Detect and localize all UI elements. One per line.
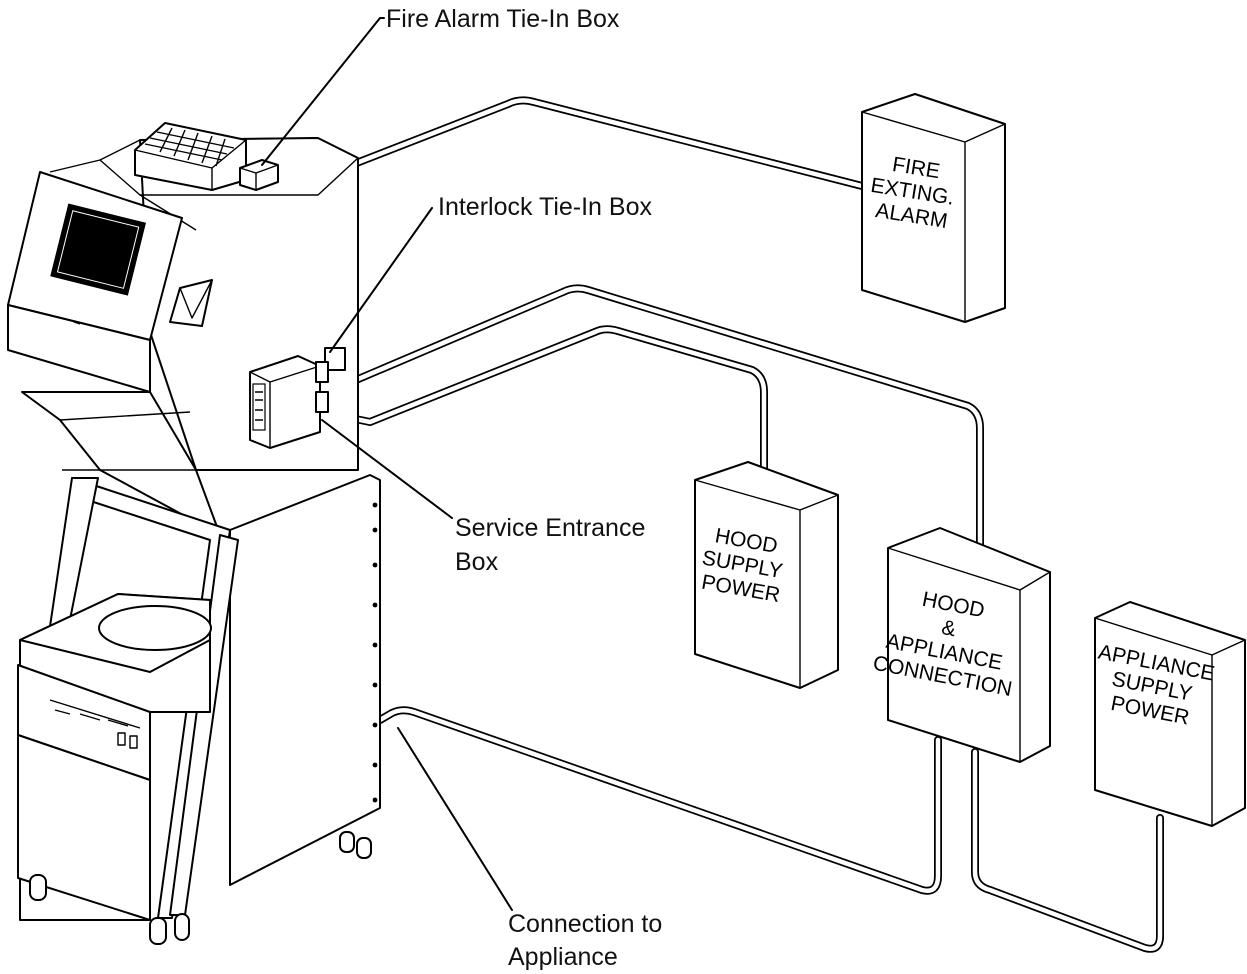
rivets — [372, 502, 378, 803]
control-panel — [7, 171, 183, 393]
interlock-tie-in-box — [315, 347, 346, 413]
leader-lines — [261, 17, 513, 911]
casters — [29, 831, 372, 945]
conduit-hood-appliance — [318, 284, 984, 560]
conduit-appliance — [376, 706, 942, 895]
service-entrance-box — [249, 355, 321, 449]
conduits — [266, 96, 1164, 953]
conduit-appliance-supply — [971, 748, 1164, 953]
callout-service-entrance: Service Entrance Box — [455, 514, 652, 576]
callout-interlock-tie-in: Interlock Tie-In Box — [438, 193, 652, 221]
data-plate — [50, 203, 147, 296]
conduit-hood-supply — [318, 325, 768, 494]
fryer-base — [17, 593, 212, 921]
box-appliance-supply-power: APPLIANCE SUPPLY POWER — [1094, 601, 1246, 827]
box-hood-appliance-connection: HOOD & APPLIANCE CONNECTION — [871, 527, 1051, 763]
vent-window — [169, 279, 213, 327]
conduit-fire-alarm — [266, 96, 866, 190]
box-label: HOOD & APPLIANCE CONNECTION — [871, 581, 1028, 701]
lower-cabinet-side — [229, 474, 381, 886]
callout-connection-to-appliance: Connection to Appliance — [508, 910, 669, 971]
fire-alarm-tie-in-box — [239, 159, 279, 191]
box-hood-supply-power: HOOD SUPPLY POWER — [694, 461, 839, 689]
hood-appliance-unit — [7, 122, 381, 945]
callout-fire-alarm-tie-in: Fire Alarm Tie-In Box — [386, 5, 620, 33]
box-fire-exting-alarm: FIRE EXTING. ALARM — [861, 93, 1006, 323]
